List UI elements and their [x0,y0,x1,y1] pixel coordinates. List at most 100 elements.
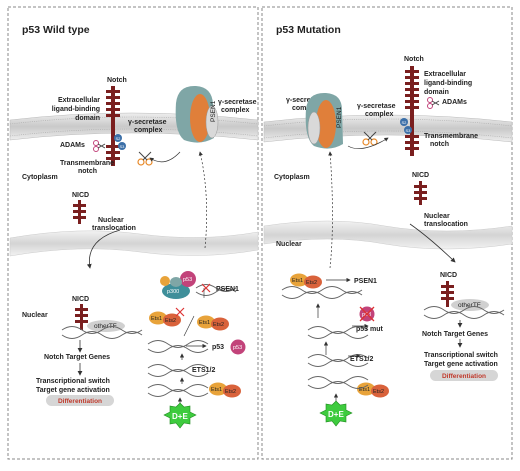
left-nuclear-envelope [9,230,259,257]
left-psen1-protein-label: PSEN1 [210,100,217,122]
left-gamma-secretase-right-label: γ-secretase [218,99,257,106]
right-ets1-label: Ets1 [292,278,303,284]
right-nuclear-label: Nuclear [276,241,302,248]
right-ets12-gene-2 [307,376,369,389]
left-nicd-label: NICD [72,192,89,199]
left-ets2b-label: Ets2 [213,322,224,328]
left-notch-receptor: S2 S3 [106,86,126,166]
left-ets1-label: Ets1 [151,316,162,322]
right-psen1-protein-label: PSEN1 [336,106,343,128]
left-ets2c-label: Ets2 [225,389,236,395]
right-differentiation-label: Differentiation [442,373,486,380]
right-nicd-label: NICD [412,172,429,179]
right-title: p53 Mutation [276,24,341,36]
left-psen1-gene [195,283,237,296]
right-gamma-mid-label-2: complex [365,111,394,118]
right-nicd-fragment [414,181,427,205]
left-p53-top-label: p53 [183,277,192,283]
right-extracellular-label-3: domain [424,89,449,96]
svg-text:S3: S3 [120,144,126,149]
left-dna-notch [61,326,143,339]
right-dna-notch [423,306,505,319]
left-p53-protein-label: p53 [233,345,242,351]
left-extracellular-label-3: domain [75,115,100,122]
right-gamma-left-label: γ-secretase [286,97,325,104]
left-target-activation-label: Target gene activation [36,387,110,394]
left-de-treatment: D+E [163,402,197,429]
left-s2-site [114,134,122,142]
right-p53-mut-gene [307,326,369,339]
right-ets12-gene-label: ETS1/2 [350,356,373,363]
left-ets1b-label: Ets1 [199,320,210,326]
right-gamma-mid-label: γ-secretase [357,103,396,110]
left-nicd2-label: NICD [72,296,89,303]
left-p53-gene [147,340,209,353]
right-p53-block-icon [359,306,375,322]
left-ets-block-icon [175,307,185,317]
right-notch-target-genes-label: Notch Target Genes [422,331,488,338]
left-notch-target-genes-label: Notch Target Genes [44,354,110,361]
right-transmembrane-label: Transmembrane [424,133,478,140]
left-psen1-gene-label: PSEN1 [216,286,239,293]
left-ets12-gene [147,364,209,377]
left-ets-pair-3: Ets1 Ets2 [209,382,241,398]
left-ets-pair-2: Ets1 Ets2 [197,315,229,331]
right-nuclear-translocation-label-2: translocation [424,221,468,228]
left-gamma-secretase-label-2: complex [134,127,163,134]
right-transcriptional-switch-label: Transcriptional switch [424,352,498,359]
right-nuclear-envelope [263,220,513,250]
left-gamma-secretase-complex: PSEN1 [175,85,219,143]
right-s3-site [404,126,412,134]
right-panel: p53 Mutation γ-secretase complex PSEN1 γ… [263,24,513,427]
left-nuclear-translocation-label: Nuclear [98,217,124,224]
left-nuclear-translocation-label-2: translocation [92,225,136,232]
right-extracellular-label: Extracellular [424,71,466,78]
left-transmembrane-label: Transmembrane [60,160,114,167]
left-title: p53 Wild type [22,24,90,36]
left-adams-scissors-icon [93,140,106,152]
left-transcriptional-switch-label: Transcriptional switch [36,378,110,385]
right-adams-scissors-icon [427,97,440,109]
right-ets2-label: Ets2 [306,280,317,286]
left-ets2-label: Ets2 [165,318,176,324]
right-psen1-gene-label: PSEN1 [354,278,377,285]
right-gamma-secretase-complex: PSEN1 [305,92,343,149]
svg-text:S2: S2 [116,136,122,141]
right-extracellular-label-2: ligand-binding [424,80,472,87]
right-nuclear-translocation-label: Nuclear [424,213,450,220]
left-gamma-secretase-label: γ-secretase [128,119,167,126]
svg-text:S2: S2 [402,120,408,125]
left-gamma-secretase-right-label-2: complex [221,107,250,114]
left-differentiation-badge [46,395,114,406]
right-psen1-gene [281,286,363,299]
left-panel: p53 Wild type S2 S3 Notch Extracellular … [9,24,259,429]
left-psen1-block-icon [201,283,211,293]
right-adams-label: ADAMs [442,99,467,106]
right-other-tf-label: otherTF [458,302,481,309]
right-transmembrane-label-2: notch [430,141,449,148]
right-notch-receptor: S2 S3 [400,66,419,156]
left-gamma-scissors-icon [137,151,153,166]
right-s2-site [400,118,408,126]
left-transmembrane-label-2: notch [78,168,97,175]
left-p300-p53-complex: p300 p53 [160,271,196,299]
right-cytoplasm-label: Cytoplasm [274,174,310,181]
left-cytoplasm-label: Cytoplasm [22,174,58,181]
left-p300-label: p300 [167,289,179,295]
right-differentiation-badge [430,370,498,381]
left-nicd-dna-bound [75,304,88,330]
left-other-tf-label: otherTF [94,323,117,330]
right-p53-mut-label: p53 mut [356,326,384,333]
left-extracellular-label-2: ligand-binding [52,106,100,113]
left-adams-label: ADAMs [60,142,85,149]
right-nicd2-label: NICD [440,272,457,279]
left-de-label: D+E [172,412,188,421]
left-differentiation-label: Differentiation [58,398,102,405]
right-nicd-dna-bound [441,281,454,307]
left-p53-gene-label: p53 [212,344,224,351]
left-p53-protein [230,339,246,355]
right-ets-pair-2: Ets1 Ets2 [357,382,389,398]
left-ets12-gene-2 [147,384,209,397]
